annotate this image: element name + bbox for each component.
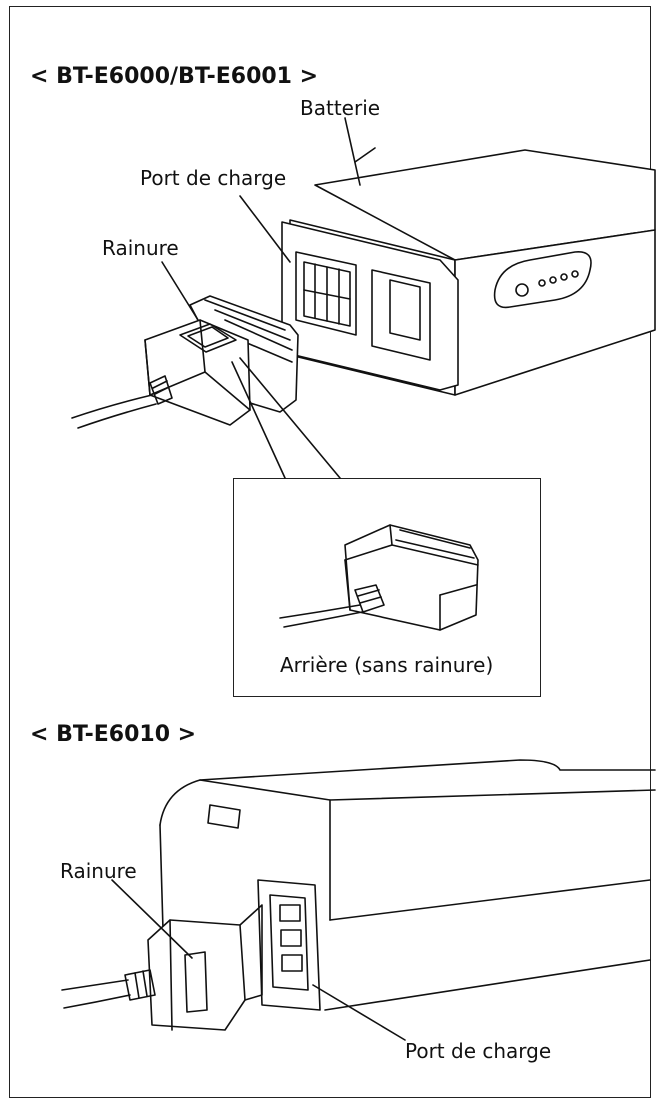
charge-port-label: Port de charge [140,166,287,190]
charge-port-label-2: Port de charge [405,1039,552,1063]
page-frame [9,6,651,1098]
battery-2 [159,759,656,1041]
section2-heading: < BT-E6010 > [30,722,197,747]
groove-label-2: Rainure [60,859,137,883]
back-no-groove-label: Arrière (sans rainure) [280,653,494,677]
section1-heading: < BT-E6000/BT-E6001 > [30,64,319,89]
battery-label: Batterie [300,96,381,120]
inset-plug [279,524,479,631]
charger-plug-1 [71,261,341,479]
charger-plug-2 [61,879,263,1031]
battery-1 [239,117,656,396]
groove-label: Rainure [102,236,179,260]
detail-inset [233,478,541,697]
